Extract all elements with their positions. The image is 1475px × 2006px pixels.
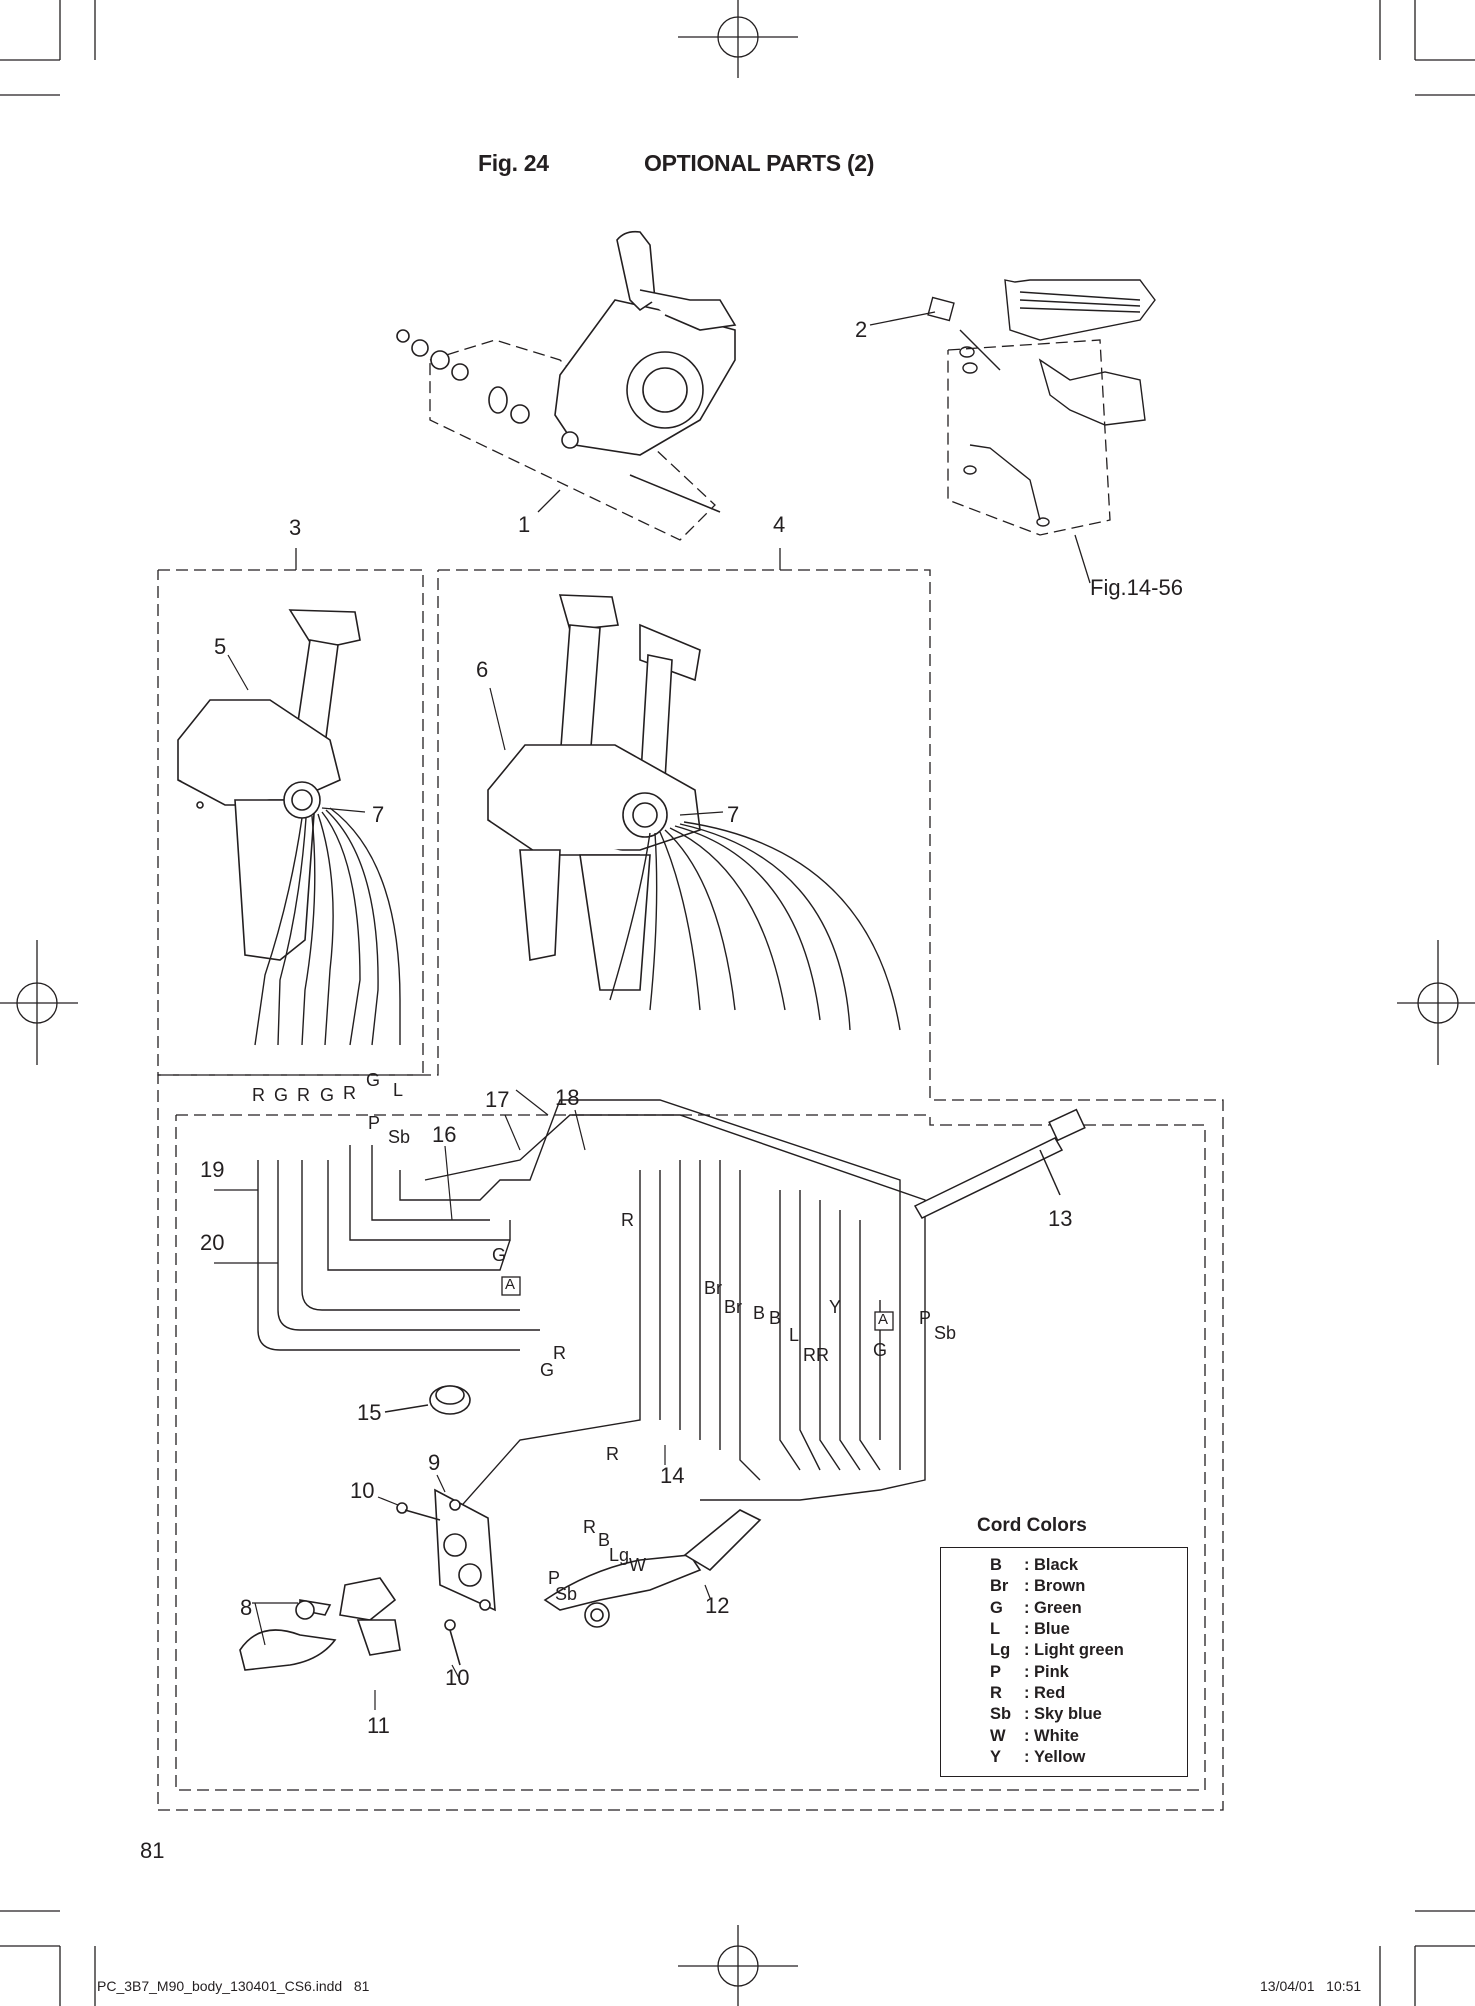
- part-number-2: 2: [855, 317, 868, 342]
- wire-label-g3: G: [366, 1070, 381, 1090]
- part-leaders: [214, 654, 724, 1710]
- part-number-11: 11: [367, 1713, 390, 1738]
- part-number-19: 19: [200, 1157, 225, 1182]
- legend-row: Y:Yellow: [990, 1748, 1086, 1766]
- page-number: 81: [140, 1838, 165, 1863]
- legend-row: W:White: [990, 1727, 1079, 1745]
- wire-label-b1: B: [753, 1303, 766, 1323]
- part-number-8: 8: [240, 1595, 253, 1620]
- registration-target-top: [678, 0, 798, 78]
- wire-label-rr: RR: [803, 1345, 829, 1365]
- connection-marker-boxes: [501, 1276, 894, 1331]
- part-number-9: 9: [428, 1450, 441, 1475]
- footer-file-name: PC_3B7_M90_body_130401_CS6.indd 81: [97, 1978, 370, 1994]
- figure-number: Fig. 24: [478, 150, 549, 176]
- group-frames: [157, 339, 1224, 1811]
- part-number-4: 4: [773, 512, 786, 537]
- legend-row: Br:Brown: [990, 1577, 1086, 1595]
- part-number-17: 17: [485, 1087, 510, 1112]
- wire-label-r-mid: R: [621, 1210, 634, 1230]
- wire-label-conn-r: R: [583, 1517, 596, 1537]
- cord-colors-title: Cord Colors: [977, 1515, 1087, 1536]
- part-number-18: 18: [555, 1085, 580, 1110]
- wire-label-r3: R: [343, 1083, 356, 1103]
- part-number-16: 16: [432, 1122, 457, 1147]
- wire-label-conn-w: W: [629, 1555, 646, 1575]
- wire-label-r2: R: [297, 1085, 310, 1105]
- legend-row: R:Red: [990, 1684, 1066, 1702]
- cord-colors-legend: [940, 1547, 1188, 1777]
- figure-title: OPTIONAL PARTS (2): [644, 150, 875, 176]
- part-number-1: 1: [518, 512, 531, 537]
- group-leaders: [295, 311, 1091, 584]
- wire-label-p: P: [368, 1113, 381, 1133]
- wire-label-conn-lg: Lg: [609, 1545, 630, 1565]
- wire-label-conn-p: P: [548, 1568, 561, 1588]
- grommet: [384, 1385, 471, 1415]
- wire-label-g-a: G: [492, 1245, 507, 1265]
- part-number-20: 20: [200, 1230, 225, 1255]
- cable-tie: [913, 1108, 1086, 1219]
- dual-lever-control: [487, 594, 701, 991]
- marker-a-left: A: [505, 1276, 516, 1293]
- part-number-13: 13: [1048, 1206, 1073, 1231]
- wire-label-r-bottom: R: [606, 1444, 619, 1464]
- part-number-14: 14: [660, 1463, 685, 1488]
- part-number-7b: 7: [727, 802, 740, 827]
- wire-label-r1: R: [252, 1085, 265, 1105]
- registration-target-right: [1397, 940, 1475, 1065]
- wire-label-g2: G: [320, 1085, 335, 1105]
- wire-label-conn-b: B: [598, 1530, 611, 1550]
- part-number-3: 3: [289, 515, 302, 540]
- single-lever-control: [177, 609, 361, 961]
- part-number-10b: 10: [445, 1665, 470, 1690]
- wire-label-g-right: G: [873, 1340, 888, 1360]
- part-number-6: 6: [476, 657, 489, 682]
- wire-label-sb: Sb: [388, 1127, 411, 1147]
- wire-label-g-low: G: [540, 1360, 555, 1380]
- legend-row: Sb:Sky blue: [990, 1705, 1102, 1723]
- marker-a-right: A: [878, 1311, 889, 1328]
- footer-timestamp: 13/04/01 10:51: [1260, 1978, 1362, 1994]
- part-number-15: 15: [357, 1400, 382, 1425]
- switch-panel-assembly: [239, 1488, 762, 1671]
- part-number-5: 5: [214, 634, 227, 659]
- part-number-10a: 10: [350, 1478, 375, 1503]
- main-harness-wires: [257, 1099, 926, 1531]
- control-harness-wires: [254, 807, 901, 1046]
- registration-target-left: [0, 940, 78, 1065]
- figure-reference: Fig.14-56: [1090, 575, 1183, 600]
- legend-row: P:Pink: [990, 1663, 1069, 1681]
- wire-label-br2: Br: [724, 1297, 742, 1317]
- legend-row: B:Black: [990, 1556, 1079, 1574]
- legend-row: L:Blue: [990, 1620, 1070, 1638]
- part-number-12: 12: [705, 1593, 730, 1618]
- part-number-7a: 7: [372, 802, 385, 827]
- wire-label-sb-right: Sb: [934, 1323, 957, 1343]
- wire-label-r-low: R: [553, 1343, 566, 1363]
- wire-label-y: Y: [829, 1297, 842, 1317]
- legend-row: Lg:Light green: [990, 1641, 1124, 1659]
- wire-label-conn-sb: Sb: [555, 1584, 578, 1604]
- side-mount-remote-control: [396, 230, 737, 513]
- legend-row: G:Green: [990, 1599, 1082, 1617]
- wire-label-l2: L: [789, 1325, 800, 1345]
- wire-label-g1: G: [274, 1085, 289, 1105]
- wire-label-b2: B: [769, 1308, 782, 1328]
- wire-label-l: L: [393, 1080, 404, 1100]
- wire-label-br1: Br: [704, 1278, 722, 1298]
- engine-detail: [927, 279, 1156, 527]
- wire-label-p-right: P: [919, 1308, 932, 1328]
- registration-target-bottom: [678, 1925, 798, 2006]
